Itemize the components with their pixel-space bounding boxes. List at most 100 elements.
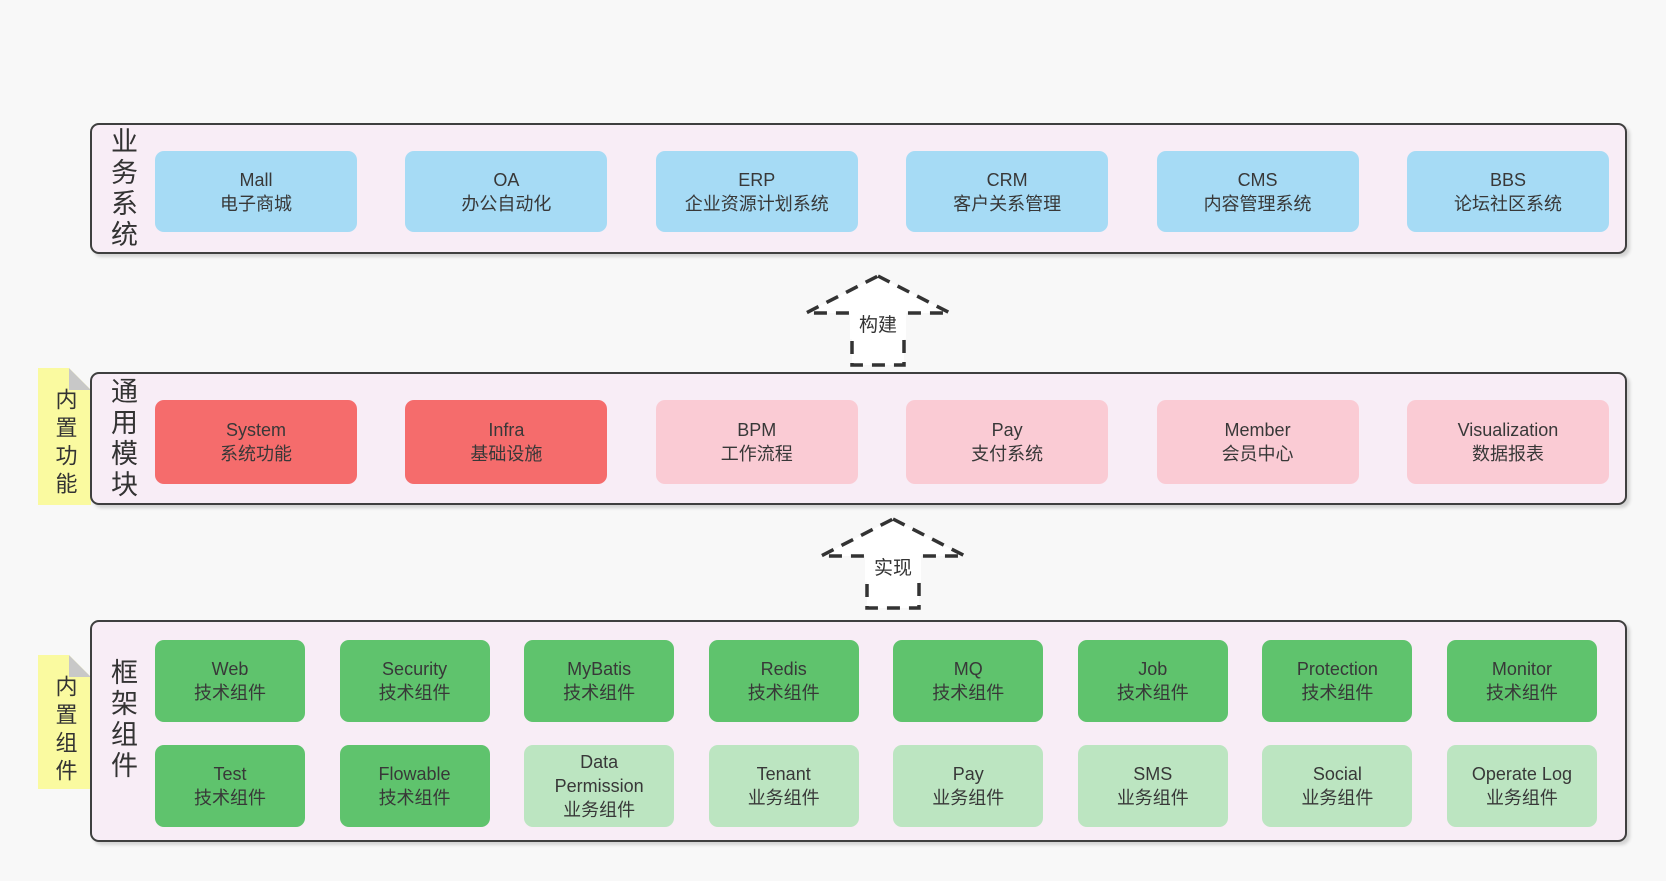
box-subtitle: 技术组件 (378, 683, 451, 703)
box-title: SMS (1133, 764, 1173, 784)
box-subtitle: 客户关系管理 (953, 193, 1062, 214)
box-title: Job (1138, 659, 1168, 679)
box-subtitle: 技术组件 (932, 683, 1005, 703)
box-title: Visualization (1457, 420, 1559, 440)
box-title: ERP (738, 169, 776, 190)
framework-components-label: 框架组件 (107, 658, 137, 782)
box-mall: Mall 电子商城 (155, 151, 357, 232)
box-subtitle: 技术组件 (194, 788, 266, 808)
box-pay-module: Pay 支付系统 (906, 400, 1109, 484)
box-visualization: Visualization 数据报表 (1406, 400, 1609, 484)
box-subtitle: 工作流程 (720, 444, 793, 464)
box-mq: MQ 技术组件 (893, 640, 1044, 722)
box-title: Test (213, 764, 247, 784)
box-job: Job 技术组件 (1077, 640, 1228, 722)
box-security: Security 技术组件 (339, 640, 490, 722)
business-systems-panel: 业务系统 Mall 电子商城 OA 办公自动化 ERP 企业资源计划系统 CRM… (90, 123, 1627, 254)
box-subtitle: 业务组件 (1116, 788, 1189, 808)
box-subtitle: 技术组件 (1116, 683, 1189, 703)
box-title: Data Permission (554, 752, 644, 796)
box-subtitle: 会员中心 (1221, 444, 1294, 464)
box-subtitle: 系统功能 (220, 444, 292, 464)
note-text: 内置组件 (52, 675, 78, 787)
box-system: System 系统功能 (155, 400, 357, 484)
box-subtitle: 技术组件 (563, 683, 636, 703)
box-title: BBS (1489, 169, 1526, 190)
box-web: Web 技术组件 (155, 640, 305, 722)
box-title: CMS (1237, 169, 1278, 190)
box-sms: SMS 业务组件 (1077, 745, 1228, 827)
box-title: Security (382, 659, 448, 679)
box-title: MQ (953, 659, 983, 679)
common-modules-label: 通用模块 (107, 376, 137, 501)
box-title: Tenant (756, 764, 811, 784)
box-subtitle: 业务组件 (747, 788, 820, 808)
box-title: CRM (986, 169, 1028, 190)
box-subtitle: 支付系统 (971, 444, 1044, 464)
box-cms: CMS 内容管理系统 (1156, 151, 1359, 232)
builtin-components-note: 内置组件 (38, 655, 91, 789)
box-title: Protection (1296, 659, 1378, 679)
business-systems-row: Mall 电子商城 OA 办公自动化 ERP 企业资源计划系统 CRM 客户关系… (155, 151, 1609, 232)
business-systems-label: 业务系统 (107, 126, 137, 251)
box-social: Social 业务组件 (1262, 745, 1413, 827)
box-mybatis: MyBatis 技术组件 (524, 640, 675, 722)
box-protection: Protection 技术组件 (1262, 640, 1413, 722)
business-components-row: Test 技术组件 Flowable 技术组件 Data Permission … (155, 745, 1597, 827)
implement-arrow-label: 实现 (874, 557, 912, 579)
box-title: Flowable (378, 764, 451, 784)
box-subtitle: 技术组件 (194, 683, 266, 703)
box-monitor: Monitor 技术组件 (1446, 640, 1597, 722)
box-title: Web (211, 659, 249, 679)
box-subtitle: 基础设施 (470, 444, 543, 464)
box-data-permission: Data Permission 业务组件 (524, 745, 675, 827)
box-subtitle: 数据报表 (1471, 444, 1544, 464)
box-title: Mall (239, 169, 273, 190)
box-title: Operate Log (1471, 764, 1572, 784)
note-text: 内置功能 (52, 388, 78, 500)
box-title: Redis (760, 659, 807, 679)
box-subtitle: 企业资源计划系统 (684, 193, 829, 214)
box-title: Social (1312, 764, 1362, 784)
box-crm: CRM 客户关系管理 (906, 151, 1109, 232)
box-bbs: BBS 论坛社区系统 (1406, 151, 1609, 232)
box-title: MyBatis (567, 659, 632, 679)
arrow-label-bg (850, 309, 906, 339)
box-title: Pay (991, 420, 1023, 440)
box-tenant: Tenant 业务组件 (708, 745, 859, 827)
box-redis: Redis 技术组件 (708, 640, 859, 722)
box-subtitle: 内容管理系统 (1203, 193, 1312, 214)
implement-arrow: 实现 (820, 517, 966, 610)
box-subtitle: 技术组件 (378, 788, 451, 808)
box-subtitle: 技术组件 (1301, 683, 1374, 703)
builtin-functions-note: 内置功能 (38, 368, 91, 505)
box-title: Monitor (1491, 659, 1552, 679)
note-fold-corner (69, 368, 91, 390)
box-subtitle: 办公自动化 (461, 193, 552, 214)
build-arrow: 构建 (805, 274, 951, 367)
box-infra: Infra 基础设施 (405, 400, 608, 484)
box-title: Member (1224, 420, 1291, 440)
box-subtitle: 业务组件 (1301, 788, 1374, 808)
build-arrow-label: 构建 (859, 314, 897, 336)
note-fold-corner (69, 655, 91, 677)
tech-components-row: Web 技术组件 Security 技术组件 MyBatis 技术组件 Redi… (155, 640, 1597, 722)
box-flowable: Flowable 技术组件 (339, 745, 490, 827)
box-title: Pay (952, 764, 984, 784)
box-test: Test 技术组件 (155, 745, 305, 827)
box-subtitle: 论坛社区系统 (1453, 193, 1562, 214)
box-bpm: BPM 工作流程 (655, 400, 858, 484)
box-member: Member 会员中心 (1156, 400, 1359, 484)
box-oa: OA 办公自动化 (405, 151, 608, 232)
common-modules-panel: 通用模块 System 系统功能 Infra 基础设施 BPM 工作流程 Pay… (90, 372, 1627, 505)
framework-components-panel: 框架组件 Web 技术组件 Security 技术组件 MyBatis 技术组件… (90, 620, 1627, 842)
box-title: System (225, 420, 286, 440)
box-erp: ERP 企业资源计划系统 (655, 151, 858, 232)
box-subtitle: 技术组件 (747, 683, 820, 703)
box-title: OA (493, 169, 520, 190)
box-title: Infra (488, 420, 525, 440)
common-modules-row: System 系统功能 Infra 基础设施 BPM 工作流程 Pay 支付系统… (155, 400, 1609, 484)
box-subtitle: 业务组件 (1485, 788, 1558, 808)
box-operate-log: Operate Log 业务组件 (1446, 745, 1597, 827)
